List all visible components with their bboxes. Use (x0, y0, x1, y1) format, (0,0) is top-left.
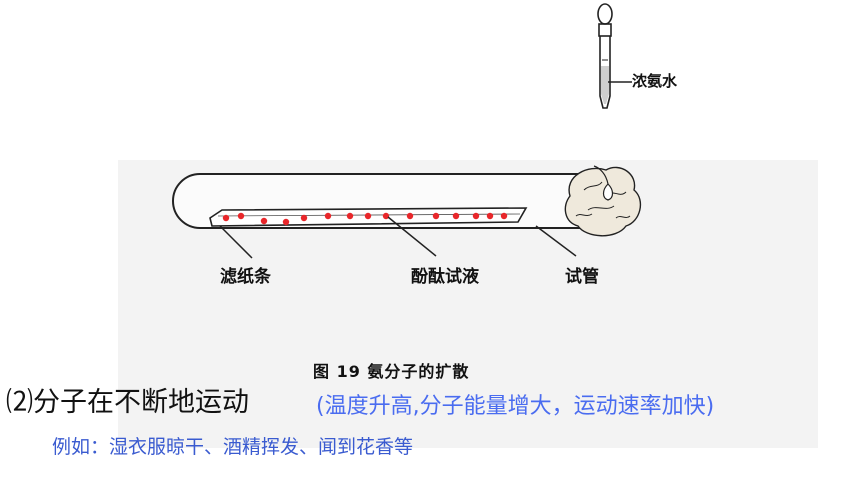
examples-line: 例如：湿衣服晾干、酒精挥发、闻到花香等 (52, 436, 414, 458)
phenolphthalein-dots (222, 212, 508, 226)
dot (486, 212, 494, 220)
dot (346, 212, 354, 220)
dot (472, 212, 480, 220)
dot (364, 212, 372, 220)
section-heading: ⑵分子在不断地运动 (6, 387, 249, 418)
dot (382, 212, 390, 220)
ammonia-label: 浓氨水 (632, 72, 678, 90)
dot (260, 217, 268, 225)
test-tube-label: 试管 (565, 267, 599, 287)
dot (452, 212, 460, 220)
dot (324, 212, 332, 220)
dot (500, 212, 508, 220)
dot (406, 212, 414, 220)
dropper-icon (597, 3, 613, 109)
dot (222, 214, 230, 222)
test-tube-apparatus (172, 165, 642, 259)
phenolphthalein-label: 酚酞试液 (411, 267, 479, 287)
dot (432, 212, 440, 220)
cotton-plug (564, 166, 642, 237)
dot (237, 212, 245, 220)
filter-paper-label: 滤纸条 (220, 267, 271, 287)
dot (300, 214, 308, 222)
temperature-note: (温度升高,分子能量增大，运动速率加快) (316, 394, 715, 419)
ammonia-pointer (608, 81, 632, 83)
dot (282, 218, 290, 226)
figure-caption: 图 19 氨分子的扩散 (313, 362, 470, 381)
